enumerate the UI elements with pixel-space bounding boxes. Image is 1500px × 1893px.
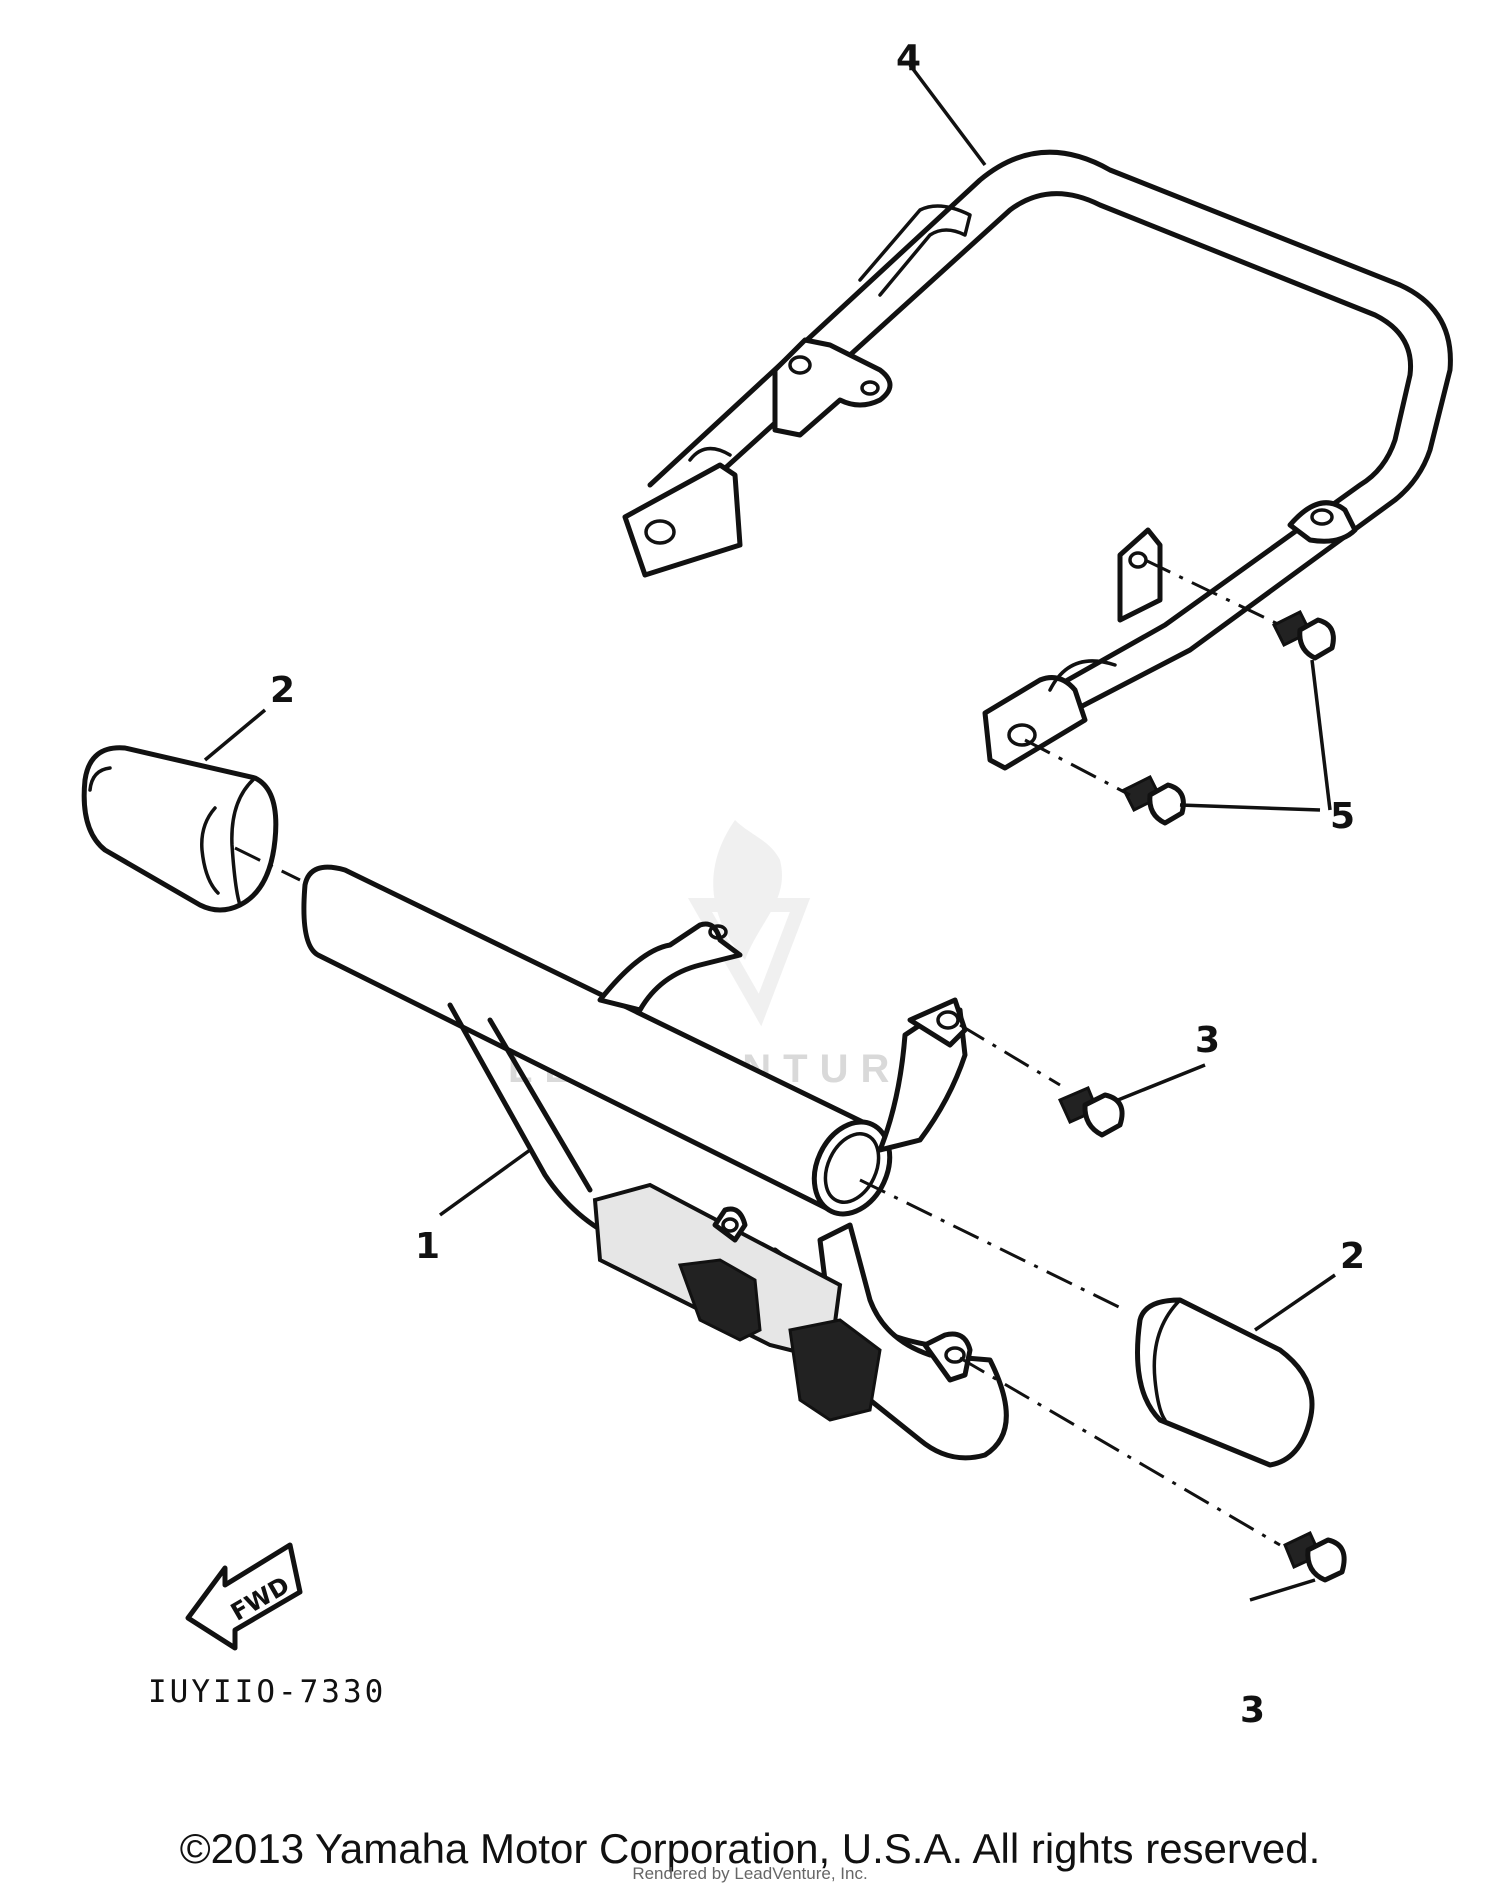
callout-part-3-lower: 3: [1240, 1690, 1265, 1731]
bolt-upper-3: [1058, 1086, 1125, 1138]
diagram-code: IUYIIO-7330: [148, 1674, 386, 1710]
bumper-end-cap-left: [81, 745, 279, 913]
callout-part-1: 1: [415, 1226, 440, 1267]
callout-part-3-upper: 3: [1195, 1020, 1220, 1061]
front-bumper: [301, 864, 1009, 1461]
fwd-arrow-icon: FWD: [185, 1542, 303, 1651]
copyright-notice: ©2013 Yamaha Motor Corporation, U.S.A. A…: [179, 1825, 1321, 1872]
callout-part-4: 4: [896, 38, 921, 79]
bolt-lower-3: [1283, 1530, 1347, 1583]
bolt-upper-5: [1271, 609, 1336, 661]
rear-grab-bar: [622, 149, 1453, 771]
bolt-lower-5: [1121, 774, 1186, 826]
callout-part-2-right: 2: [1340, 1236, 1365, 1277]
rendered-by-note: Rendered by LeadVenture, Inc.: [632, 1864, 868, 1883]
watermark-logo: [687, 820, 811, 1027]
callout-part-5: 5: [1330, 796, 1355, 837]
callout-part-2-left: 2: [270, 670, 295, 711]
bumper-end-cap-right: [1135, 1297, 1315, 1468]
